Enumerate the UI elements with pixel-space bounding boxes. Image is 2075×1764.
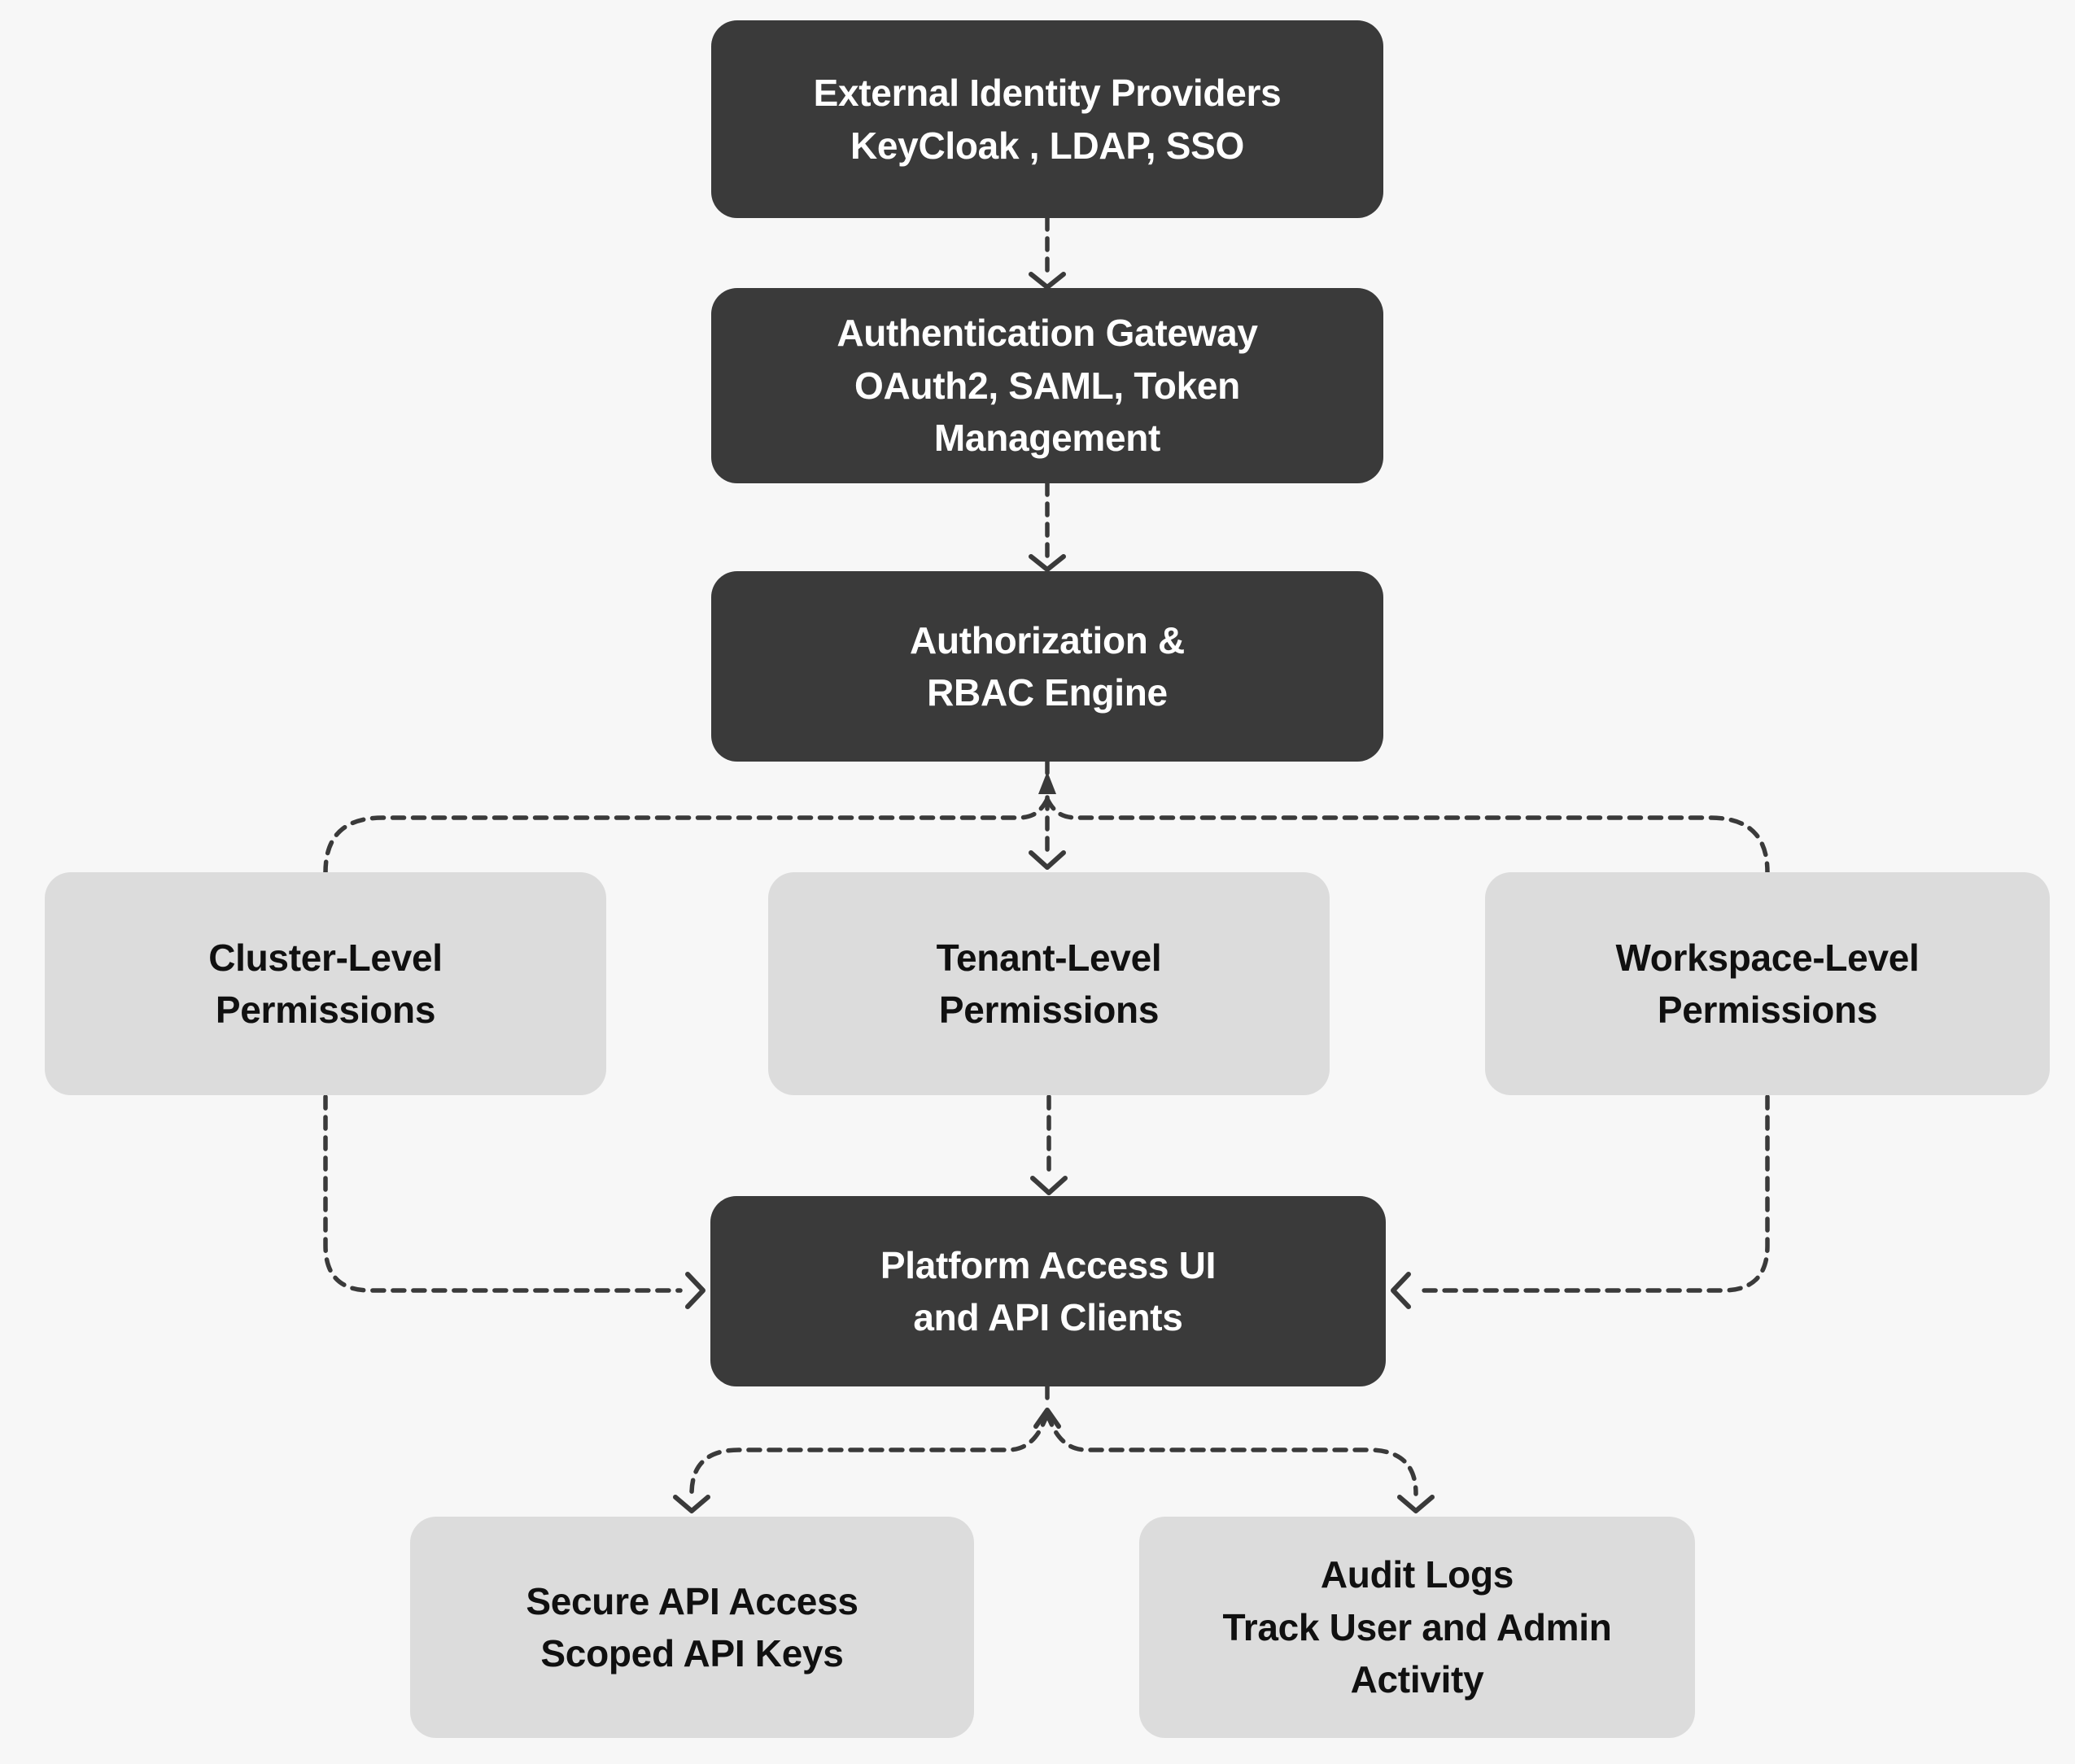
node-platform-access: Platform Access UI and API Clients (710, 1196, 1386, 1386)
node-audit-logs: Audit Logs Track User and Admin Activity (1139, 1517, 1695, 1738)
arrowhead-down-rbac (1029, 554, 1066, 572)
arrowhead-right-platform (685, 1272, 706, 1309)
connector-cluster-to-platform (323, 1094, 683, 1293)
connector-branch-to-audit-logs (1045, 1412, 1418, 1496)
node-tenant-permissions-label: Tenant-Level Permissions (936, 936, 1162, 1031)
node-external-identity-providers-label: External Identity Providers KeyCloak , L… (813, 72, 1282, 167)
node-secure-api-access-label: Secure API Access Scoped API Keys (526, 1579, 858, 1674)
node-workspace-permissions-label: Workspace-Level Permissions (1615, 936, 1920, 1031)
arrowhead-down-gateway (1029, 272, 1066, 290)
connector-workspace-to-platform (1413, 1094, 1770, 1293)
node-rbac-engine: Authorization & RBAC Engine (711, 571, 1383, 762)
arrowhead-down-secure-api (673, 1495, 710, 1513)
node-authentication-gateway: Authentication Gateway OAuth2, SAML, Tok… (711, 288, 1383, 483)
node-cluster-permissions-label: Cluster-Level Permissions (208, 936, 443, 1031)
node-tenant-permissions: Tenant-Level Permissions (768, 872, 1330, 1095)
connector-branch-to-cluster (323, 797, 1050, 875)
connector-branch-to-workspace (1045, 797, 1770, 875)
arrowhead-down-audit-logs (1397, 1495, 1435, 1513)
arrowhead-up-platform (1033, 1408, 1061, 1429)
node-external-identity-providers: External Identity Providers KeyCloak , L… (711, 20, 1383, 218)
connector-branch-to-secure-api (689, 1412, 1050, 1496)
arrowhead-down-platform (1030, 1176, 1068, 1195)
node-secure-api-access: Secure API Access Scoped API Keys (410, 1517, 974, 1738)
arrowhead-down-tenant (1029, 850, 1066, 870)
node-cluster-permissions: Cluster-Level Permissions (45, 872, 606, 1095)
node-authentication-gateway-label: Authentication Gateway OAuth2, SAML, Tok… (837, 312, 1258, 460)
node-workspace-permissions: Workspace-Level Permissions (1485, 872, 2050, 1095)
node-platform-access-label: Platform Access UI and API Clients (880, 1243, 1217, 1338)
node-rbac-engine-label: Authorization & RBAC Engine (910, 618, 1185, 714)
arrowhead-left-platform (1391, 1272, 1411, 1309)
arrowhead-up-rbac (1038, 771, 1056, 794)
node-audit-logs-label: Audit Logs Track User and Admin Activity (1222, 1553, 1612, 1701)
